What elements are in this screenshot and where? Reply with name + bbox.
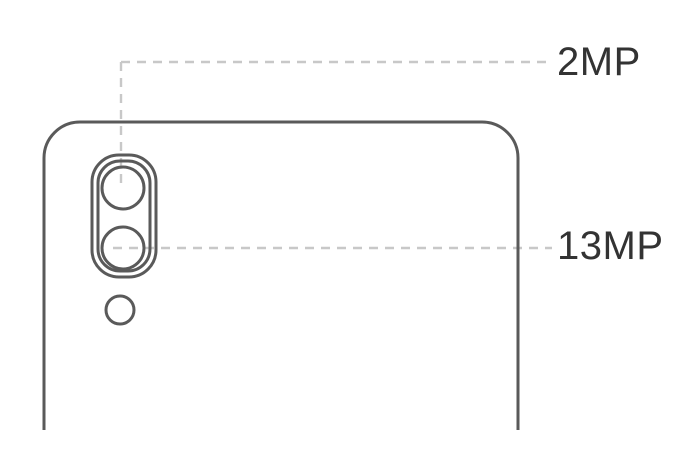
camera-bump-outer-outline bbox=[90, 153, 158, 279]
top-camera-lens bbox=[100, 165, 146, 211]
camera-bump bbox=[90, 153, 158, 279]
phone-rear-shell bbox=[42, 120, 520, 430]
camera-bump-inner-outline bbox=[96, 159, 152, 273]
leader-lines bbox=[113, 60, 552, 250]
flash-led-icon bbox=[104, 294, 136, 326]
callout-label-2mp: 2MP bbox=[557, 40, 641, 84]
bottom-camera-lens bbox=[100, 225, 146, 271]
callout-label-13mp: 13MP bbox=[557, 224, 664, 268]
